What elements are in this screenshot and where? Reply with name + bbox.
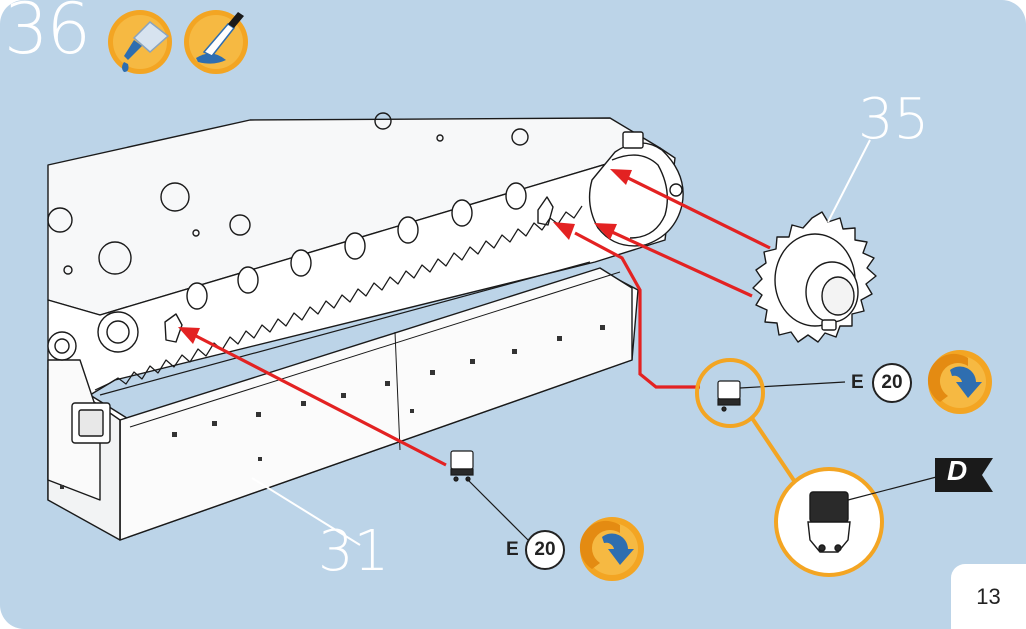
screw-detail bbox=[808, 492, 850, 552]
screw-quantity-badge: 20 bbox=[872, 363, 912, 403]
screw-type-letter: E bbox=[506, 539, 519, 561]
step-number: 36 bbox=[4, 0, 89, 64]
part-label-35: 35 bbox=[858, 92, 929, 148]
screwdriver-rotate-icon-1 bbox=[928, 350, 992, 414]
screw-quantity-badge: 20 bbox=[525, 530, 565, 570]
detail-flag-letter: D bbox=[947, 455, 967, 487]
page-number: 13 bbox=[951, 564, 1026, 629]
paint-brush-icon bbox=[184, 10, 248, 74]
glue-drop-icon bbox=[108, 10, 172, 74]
part-label-31: 31 bbox=[318, 524, 389, 580]
screw-type-letter: E bbox=[851, 372, 864, 394]
screwdriver-rotate-icon-2 bbox=[580, 517, 644, 581]
